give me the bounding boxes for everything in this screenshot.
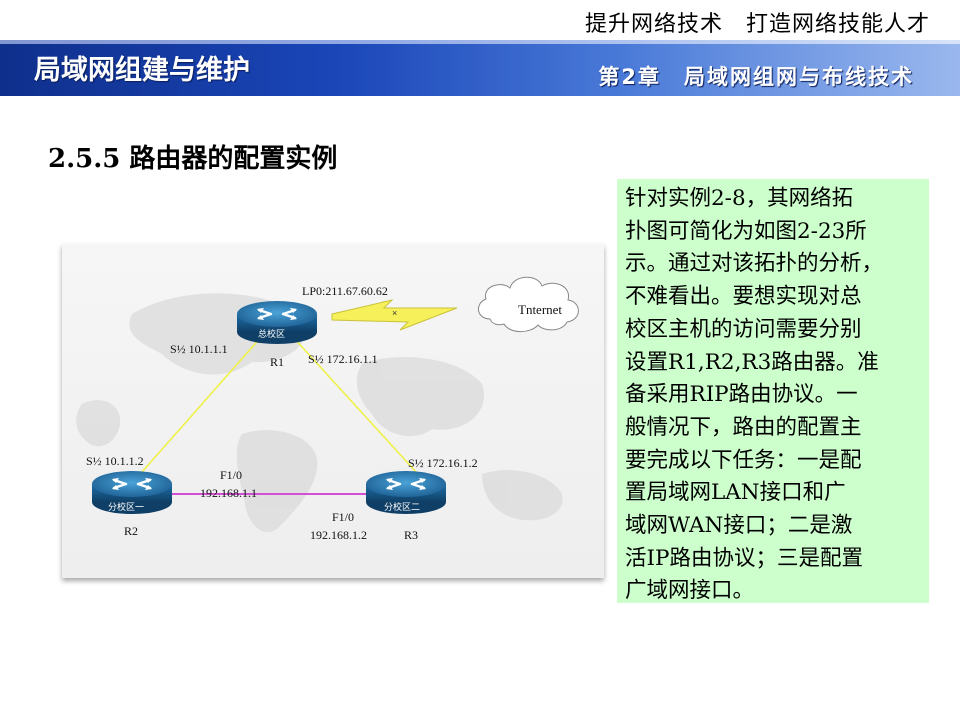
- chapter-title: 第2章 局域网组网与布线技术: [598, 65, 914, 89]
- note-line: 备采用RIP路由协议。一: [625, 382, 858, 408]
- topology-drawing: ×: [76, 276, 579, 533]
- router-r3-icon: [366, 471, 446, 514]
- r3-badge: 分校区二: [384, 503, 421, 513]
- note-line: 般情况下，路由的配置主: [625, 414, 862, 440]
- r1-loopback-label: LP0:211.67.60.62: [302, 284, 388, 298]
- svg-text:×: ×: [392, 308, 397, 318]
- r2-serial-label: S½ 10.1.1.2: [86, 454, 144, 468]
- network-topology-figure: ×: [62, 244, 604, 578]
- note-line: 校区主机的访问需要分别: [625, 316, 862, 342]
- r3-fast-interface-label: F1/0: [332, 510, 355, 524]
- wan-lightning-icon: [331, 299, 458, 331]
- r2-fast-ip-label: 192.168.1.1: [200, 486, 257, 500]
- router-r2-icon: [92, 471, 172, 514]
- r1-name-label: R1: [270, 355, 285, 369]
- title-banner: [0, 40, 960, 96]
- router-r1-icon: [237, 301, 317, 344]
- note-line: 要完成以下任务：一是配: [625, 447, 862, 473]
- r2-name-label: R2: [124, 524, 139, 538]
- internet-cloud-icon: [478, 276, 579, 333]
- explanation-note-box: 针对实例2-8，其网络拓 扑图可简化为如图2-23所 示。通过对该拓扑的分析， …: [617, 179, 929, 603]
- note-line: 针对实例2-8，其网络拓: [625, 186, 854, 211]
- note-line: 活IP路由协议；三是配置: [625, 545, 863, 571]
- note-line: 置局域网LAN接口和广: [625, 480, 846, 506]
- internet-cloud-label: Tnternet: [518, 302, 563, 317]
- r3-name-label: R3: [404, 528, 419, 542]
- course-title: 局域网组建与维护: [34, 55, 250, 86]
- r3-serial-label: S½ 172.16.1.2: [408, 456, 478, 470]
- serial-link-r1-r3: [291, 335, 428, 485]
- section-title: 2.5.5 路由器的配置实例: [48, 144, 338, 174]
- banner-stripe: [0, 40, 960, 44]
- r1-serial-left-label: S½ 10.1.1.1: [170, 342, 228, 356]
- r1-badge: 总校区: [258, 330, 286, 340]
- note-line: 示。通过对该拓扑的分析，: [625, 251, 884, 277]
- note-line: 域网WAN接口；二是激: [625, 513, 853, 539]
- r3-fast-ip-label: 192.168.1.2: [310, 528, 367, 542]
- serial-link-r1-r2: [126, 335, 263, 490]
- note-line: 设置R1,R2,R3路由器。准: [625, 349, 879, 375]
- r2-badge: 分校区一: [108, 503, 145, 513]
- header-slogan: 提升网络技术 打造网络技能人才: [584, 12, 930, 37]
- note-line: 扑图可简化为如图2-23所: [625, 218, 867, 244]
- note-line: 不难看出。要想实现对总: [625, 284, 862, 310]
- r2-fast-interface-label: F1/0: [220, 468, 243, 482]
- r1-serial-right-label: S½ 172.16.1.1: [308, 352, 378, 366]
- note-line: 广域网接口。: [625, 578, 755, 604]
